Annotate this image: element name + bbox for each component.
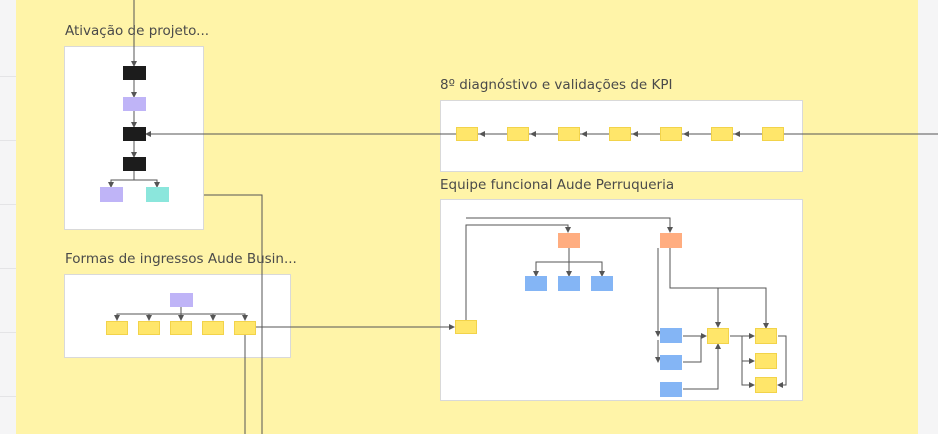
diagram-node[interactable] — [755, 377, 777, 393]
diagram-node[interactable] — [711, 127, 733, 141]
frame-title-ingressos[interactable]: Formas de ingressos Aude Busin... — [65, 251, 297, 267]
grid-line — [0, 396, 16, 397]
frame-title-kpi[interactable]: 8º diagnóstivo e validações de KPI — [440, 77, 673, 93]
diagram-node[interactable] — [123, 97, 146, 111]
diagram-node[interactable] — [660, 355, 682, 370]
diagram-node[interactable] — [170, 293, 193, 307]
grid-line — [0, 268, 16, 269]
diagram-node[interactable] — [755, 328, 777, 344]
diagram-node[interactable] — [455, 320, 477, 334]
frame-title-ativacao[interactable]: Ativação de projeto... — [65, 23, 210, 39]
diagram-node[interactable] — [558, 127, 580, 141]
grid-line — [0, 332, 16, 333]
diagram-node[interactable] — [146, 187, 169, 202]
diagram-node[interactable] — [609, 127, 631, 141]
diagram-node[interactable] — [106, 321, 128, 335]
grid-line — [0, 76, 16, 77]
diagram-node[interactable] — [234, 321, 256, 335]
diagram-node[interactable] — [660, 328, 682, 343]
diagram-node[interactable] — [525, 276, 547, 291]
diagram-node[interactable] — [100, 187, 123, 202]
diagram-node[interactable] — [202, 321, 224, 335]
diagram-node[interactable] — [123, 66, 146, 80]
diagram-node[interactable] — [660, 127, 682, 141]
grid-line — [0, 140, 16, 141]
diagram-node[interactable] — [558, 276, 580, 291]
diagram-node[interactable] — [456, 127, 478, 141]
diagram-node[interactable] — [507, 127, 529, 141]
diagram-node[interactable] — [660, 382, 682, 397]
diagram-node[interactable] — [707, 328, 729, 344]
diagram-node[interactable] — [123, 157, 146, 171]
diagram-node[interactable] — [138, 321, 160, 335]
diagram-node[interactable] — [755, 353, 777, 369]
frame-ingressos[interactable] — [64, 274, 291, 358]
diagram-node[interactable] — [123, 127, 146, 141]
diagram-node[interactable] — [591, 276, 613, 291]
frame-equipe[interactable] — [440, 199, 803, 401]
diagram-node[interactable] — [558, 233, 580, 248]
diagram-node[interactable] — [762, 127, 784, 141]
diagram-node[interactable] — [170, 321, 192, 335]
grid-line — [0, 204, 16, 205]
diagram-node[interactable] — [660, 233, 682, 248]
frame-title-equipe[interactable]: Equipe funcional Aude Perruqueria — [440, 177, 675, 193]
canvas-margin — [918, 0, 938, 434]
